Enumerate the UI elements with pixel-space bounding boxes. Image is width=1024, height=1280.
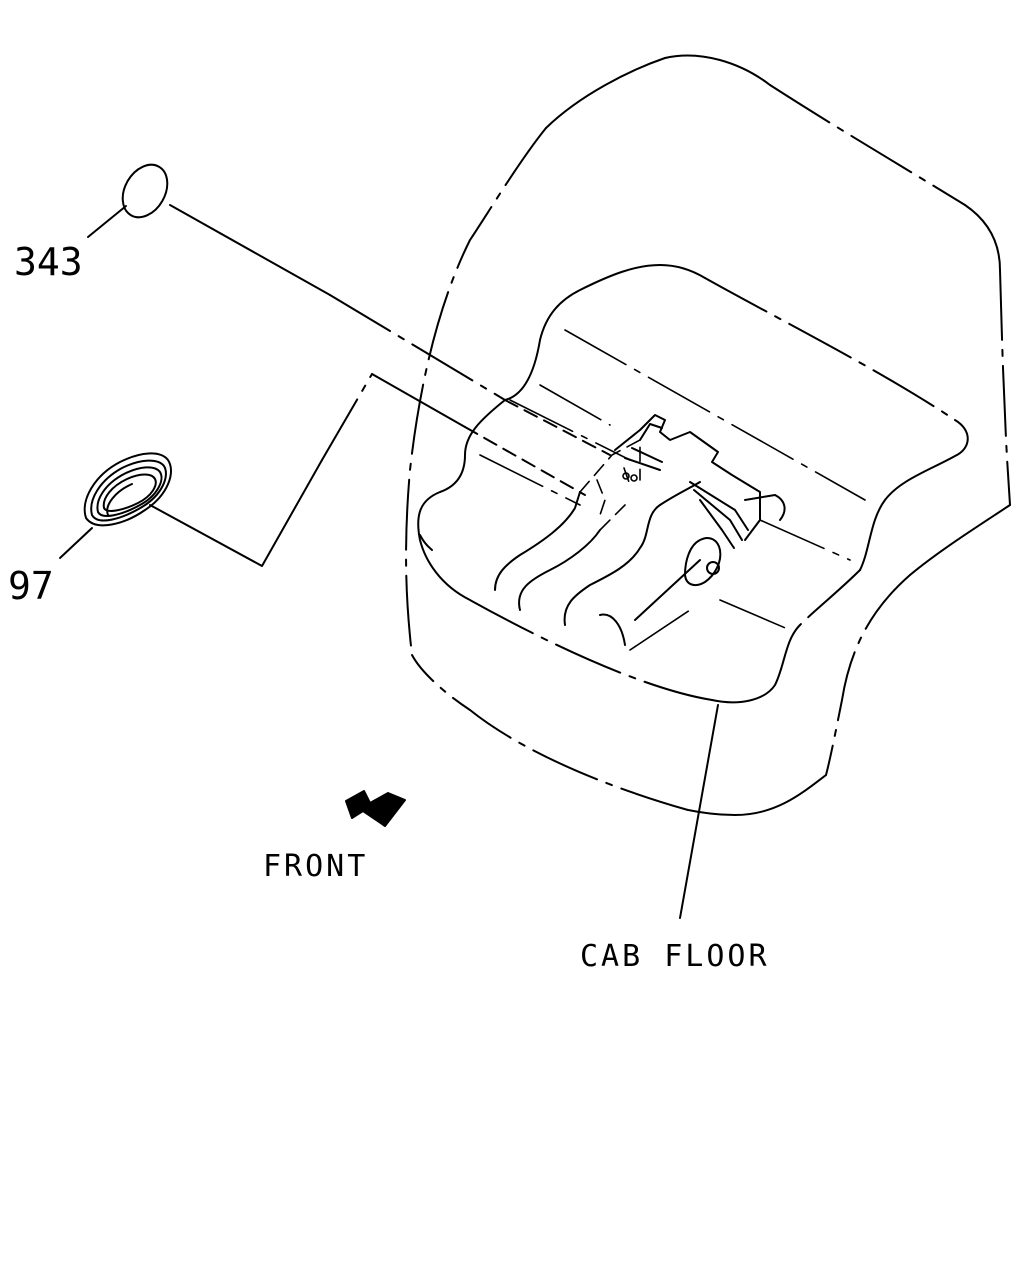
- callout-343: 343: [14, 240, 83, 284]
- part-343-grommet: [87, 163, 611, 456]
- cab-floor-leader: [679, 704, 719, 919]
- front-arrow-icon: [345, 790, 406, 827]
- cab-floor-label: CAB FLOOR: [580, 939, 770, 974]
- front-label: FRONT: [263, 849, 368, 884]
- cab-floor-outline: [405, 54, 1011, 816]
- part-97-grommet: [59, 373, 586, 567]
- floor-hidden-lines: [479, 329, 866, 651]
- floor-tunnel: [494, 414, 786, 646]
- floor-panel: [417, 264, 969, 704]
- callout-97: 97: [8, 564, 54, 608]
